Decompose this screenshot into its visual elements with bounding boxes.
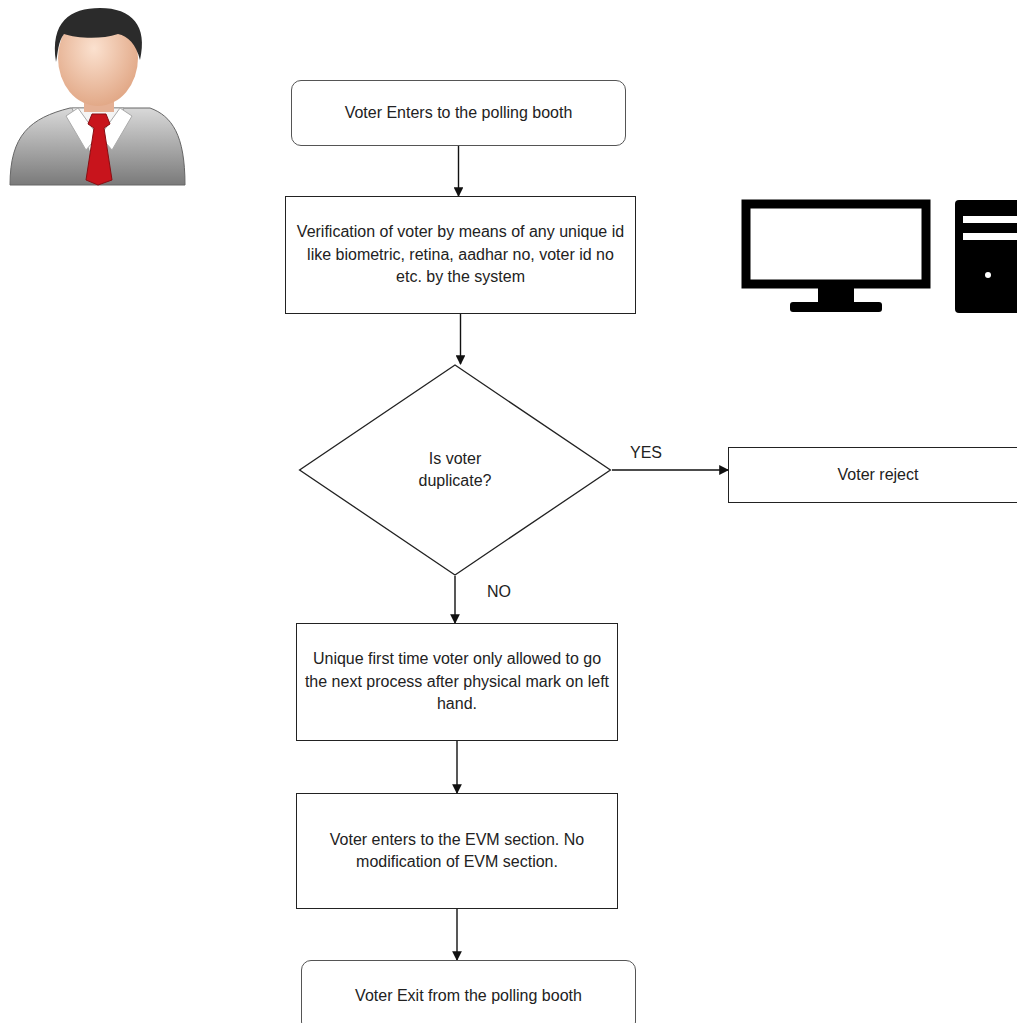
flow-arrow <box>460 314 461 364</box>
box-text: Is voter duplicate? <box>400 448 510 493</box>
process-box: Verification of voter by means of any un… <box>285 196 636 314</box>
process-box: Voter enters to the EVM section. No modi… <box>296 793 618 909</box>
flow-arrow <box>456 741 457 793</box>
start-terminal: Voter Enters to the polling booth <box>291 80 626 146</box>
box-text: Voter enters to the EVM section. No modi… <box>312 829 602 874</box>
box-text: Voter reject <box>838 464 919 486</box>
decision-diamond: Is voter duplicate? <box>298 364 612 576</box>
reject-box: Voter reject <box>728 447 1017 503</box>
end-terminal: Voter Exit from the polling booth <box>301 960 636 1023</box>
computer-icon <box>746 200 1017 313</box>
box-text: Verification of voter by means of any un… <box>293 221 628 288</box>
box-text: Voter Exit from the polling booth <box>355 985 582 1007</box>
edge-label: NO <box>485 582 513 601</box>
edge-label: YES <box>628 443 664 462</box>
flow-arrow <box>456 909 457 960</box>
box-text: Voter Enters to the polling booth <box>345 102 573 124</box>
flow-arrow <box>458 146 459 196</box>
flow-arrow <box>612 469 728 470</box>
process-box: Unique first time voter only allowed to … <box>296 623 618 741</box>
diamond-outline <box>298 364 612 576</box>
flow-arrow <box>454 576 455 623</box>
box-text: Unique first time voter only allowed to … <box>305 648 610 715</box>
person-icon <box>10 8 185 185</box>
